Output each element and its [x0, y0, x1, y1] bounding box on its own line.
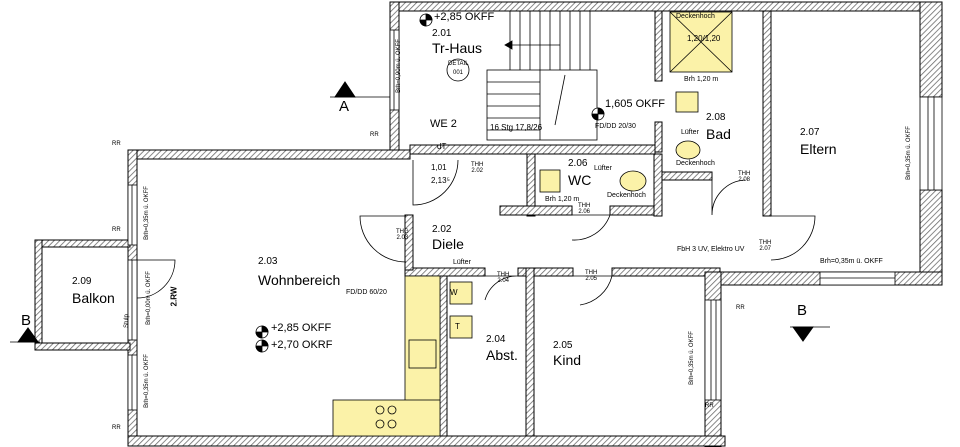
rr-marker: RR — [112, 141, 121, 147]
level-main-ff: +2,85 OKFF — [271, 322, 332, 334]
detail-label: DETAIL — [448, 61, 469, 67]
fd-dd-main: FD/DD 60/20 — [346, 289, 387, 296]
unit-label: WE 2 — [430, 118, 457, 130]
room-name: Kind — [553, 352, 582, 368]
rr-marker: RR — [112, 425, 121, 431]
brh-balkon-1: Brh=0,35m ü. OKFF — [143, 186, 150, 240]
section-markers — [10, 81, 830, 343]
threshold-thh-204: THH 2.04 — [497, 272, 509, 284]
room-name: WC — [568, 172, 592, 188]
rr-marker: RR — [705, 403, 714, 409]
room-number: 2.07 — [800, 127, 820, 138]
room-number: 2.01 — [432, 28, 452, 39]
threshold-room: 2.08 — [738, 177, 751, 183]
detail-number: 001 — [453, 70, 464, 76]
threshold-type: THH — [497, 272, 510, 278]
appliance-w: W — [450, 288, 458, 297]
brh-wc: Brh 1,20 m — [545, 196, 580, 203]
room-number: 2.05 — [553, 340, 573, 351]
room-name: Diele — [432, 236, 464, 252]
brh-kind: Brh=0,35m ü. OKFF — [688, 331, 695, 385]
room-number: 2.04 — [486, 334, 506, 345]
rw-label: 2.RW — [169, 286, 179, 307]
brh-bad: Brh 1,20 m — [684, 76, 719, 83]
luefter-wc: Lüfter — [594, 165, 612, 172]
threshold-room: 2.07 — [759, 246, 772, 252]
threshold-type: THH — [585, 270, 598, 276]
threshold-room: 2.06 — [578, 209, 591, 215]
brh-balkon-3: Brh=0,35m ü. OKFF — [143, 354, 150, 408]
window-size: 1,20/1,20 — [687, 34, 721, 43]
threshold-room: 2.04 — [497, 278, 510, 284]
room-number: 2.03 — [258, 256, 278, 267]
threshold-room: 2.03 — [396, 235, 409, 241]
sanitary — [539, 11, 733, 193]
deckenhoch-top: Deckenhoch — [676, 13, 715, 20]
room-number: 2.08 — [706, 112, 726, 123]
deckenhoch-wc: Deckenhoch — [607, 192, 646, 199]
room-name: Eltern — [800, 141, 837, 157]
windows — [127, 29, 943, 411]
staircase — [486, 11, 598, 141]
walls — [34, 1, 943, 447]
threshold-type: THH — [759, 240, 772, 246]
deckenhoch-bad: Deckenhoch — [676, 160, 715, 167]
room-number: 2.06 — [568, 158, 588, 169]
room-number: 2.02 — [432, 224, 452, 235]
luefter-diele: Lüfter — [453, 259, 471, 266]
dt-label: dT — [437, 142, 447, 151]
level-top: +2,85 OKFF — [434, 11, 495, 23]
section-b-left-label: B — [21, 312, 32, 329]
brh-eltern-bottom: Brh=0,35m ü. OKFF — [820, 258, 883, 265]
stair-label: 16 Stg 17,8/26 — [490, 123, 543, 132]
rr-marker: RR — [736, 305, 745, 311]
threshold-thh-205: THH 2.05 — [585, 270, 597, 282]
room-name: Abst. — [486, 347, 518, 363]
threshold-room: 2.02 — [471, 168, 484, 174]
fbh-label: FbH 3 UV, Elektro UV — [677, 246, 745, 253]
threshold-thh-207: THH 2.07 — [759, 240, 771, 252]
room-name: Tr-Haus — [432, 40, 483, 56]
threshold-thh-206: THH 2.06 — [578, 203, 590, 215]
room-name: Balkon — [72, 290, 115, 306]
rr-marker: RR — [370, 132, 379, 138]
door-swings — [136, 159, 816, 306]
threshold-thh-208: THH 2.08 — [738, 171, 750, 183]
threshold-thg-203: THG 2.03 — [396, 229, 409, 241]
stulp-label: Stulp — [123, 314, 130, 328]
door-number: 1,01 — [431, 163, 447, 172]
level-stair: 1,605 OKFF — [605, 98, 665, 110]
rr-marker: RR — [112, 227, 121, 233]
threshold-type: THG — [396, 229, 409, 235]
threshold-type: THH — [738, 171, 751, 177]
brh-balkon-2: Brh=0,00m ü. OKFF — [145, 271, 152, 325]
threshold-thh-202: THH 2.02 — [471, 162, 483, 174]
appliance-t: T — [455, 322, 460, 331]
fd-dd-stair: FD/DD 20/30 — [595, 123, 636, 130]
level-markers — [255, 13, 605, 353]
level-main-rf: +2,70 OKRF — [271, 339, 333, 351]
section-b-right-label: B — [797, 302, 808, 319]
brh-tr-haus: Brh=0,90m ü. OKFF — [395, 39, 402, 93]
threshold-type: THH — [578, 203, 591, 209]
room-name: Wohnbereich — [258, 272, 341, 288]
room-name: Bad — [706, 126, 731, 142]
brh-eltern-right: Brh=0,35m ü. OKFF — [905, 126, 912, 180]
section-a-label: A — [339, 98, 350, 115]
threshold-room: 2.05 — [585, 276, 598, 282]
threshold-type: THH — [471, 162, 484, 168]
room-number: 2.09 — [72, 276, 92, 287]
door-height: 2,13⁵ — [431, 176, 450, 185]
kitchen — [332, 275, 473, 437]
luefter-bad: Lüfter — [681, 129, 699, 136]
